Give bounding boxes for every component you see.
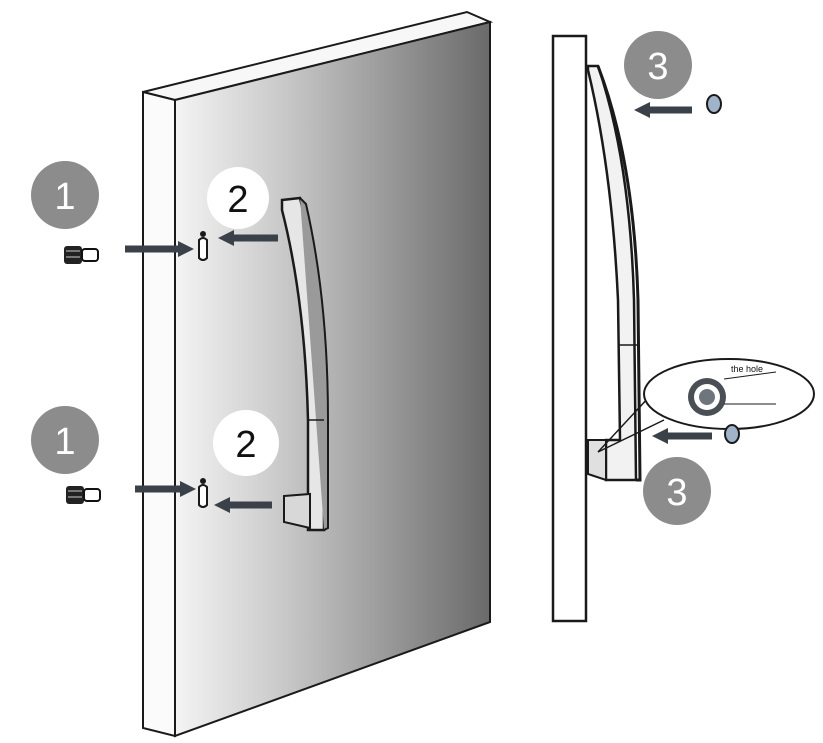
arrow-icon <box>634 102 692 118</box>
wall-side-face <box>142 90 176 738</box>
step-3-badge: 3 <box>643 457 711 525</box>
wall-bracket-icon <box>586 64 642 482</box>
svg-text:1: 1 <box>54 421 75 463</box>
hole-callout: the hole <box>597 358 815 453</box>
screw-icon <box>724 424 740 444</box>
wall-front-face <box>174 20 491 738</box>
step-2-badge: 2 <box>207 167 269 229</box>
wall-anchor-icon <box>64 246 99 264</box>
wall-anchor-icon <box>198 231 208 261</box>
svg-text:2: 2 <box>227 179 248 221</box>
svg-text:1: 1 <box>54 176 75 218</box>
tv-panel-icon <box>551 34 588 623</box>
wall-bracket-icon <box>280 196 329 532</box>
screw-icon <box>706 94 722 114</box>
svg-text:2: 2 <box>235 424 256 466</box>
step-3-badge: 3 <box>624 31 692 99</box>
arrow-icon <box>214 497 272 513</box>
step-1-badge: 1 <box>31 406 99 474</box>
arrow-icon <box>652 428 712 444</box>
arrow-icon <box>135 481 196 497</box>
wall-anchor-icon <box>198 478 208 508</box>
callout-label: the hole <box>731 364 763 374</box>
step-1-badge: 1 <box>31 161 99 229</box>
arrow-icon <box>125 241 194 257</box>
step-2-badge: 2 <box>213 410 279 476</box>
svg-text:3: 3 <box>647 46 668 88</box>
wall-anchor-icon <box>66 486 101 504</box>
arrow-icon <box>218 230 278 246</box>
svg-text:3: 3 <box>666 472 687 514</box>
